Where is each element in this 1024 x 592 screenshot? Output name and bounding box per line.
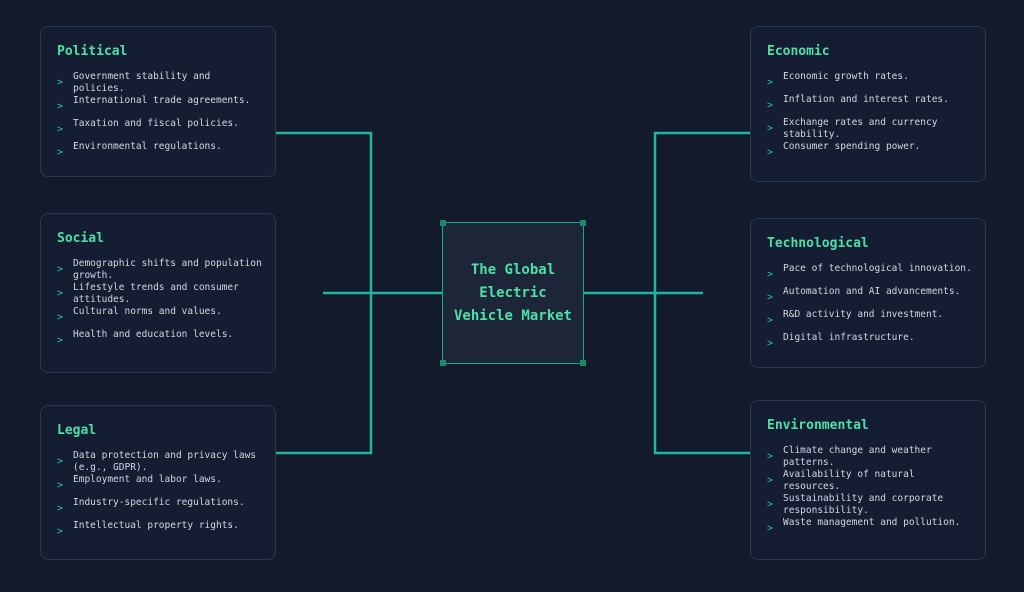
item-text: Climate change and weather patterns. <box>783 445 932 468</box>
chevron-right-icon: > <box>57 335 64 346</box>
item-text: Exchange rates and currency stability. <box>783 117 938 140</box>
item-text: Inflation and interest rates. <box>783 94 949 105</box>
item-list: > Data protection and privacy laws (e.g.,… <box>57 450 263 543</box>
list-item: > Climate change and weather patterns. <box>767 445 973 469</box>
item-text: Industry-specific regulations. <box>73 497 245 508</box>
list-item: > Employment and labor laws. <box>57 474 263 497</box>
item-list: > Pace of technological innovation. > Auto… <box>767 263 973 355</box>
card-technological: Technological > Pace of technological inn… <box>750 218 986 368</box>
item-text: Employment and labor laws. <box>73 474 222 485</box>
list-item: > Automation and AI advancements. <box>767 286 973 309</box>
list-item: > Economic growth rates. <box>767 71 973 94</box>
item-text: Data protection and privacy laws (e.g., … <box>73 450 257 473</box>
item-text: Intellectual property rights. <box>73 520 239 531</box>
corner-handle <box>440 360 446 366</box>
list-item: > Sustainability and corporate responsibi… <box>767 493 973 517</box>
list-item: > Exchange rates and currency stability. <box>767 117 973 141</box>
item-list: > Economic growth rates. > Inflation and i… <box>767 71 973 164</box>
list-item: > Digital infrastructure. <box>767 332 973 355</box>
chevron-right-icon: > <box>57 312 64 323</box>
chevron-right-icon: > <box>57 124 64 135</box>
card-title: Environmental <box>767 418 869 433</box>
list-item: > Health and education levels. <box>57 329 263 352</box>
card-social: Social > Demographic shifts and populatio… <box>40 213 276 373</box>
chevron-right-icon: > <box>767 123 774 134</box>
list-item: > Waste management and pollution. <box>767 517 973 540</box>
list-item: > Environmental regulations. <box>57 141 263 164</box>
chevron-right-icon: > <box>767 77 774 88</box>
item-text: International trade agreements. <box>73 95 251 106</box>
item-text: Environmental regulations. <box>73 141 222 152</box>
list-item: > Pace of technological innovation. <box>767 263 973 286</box>
list-item: > Industry-specific regulations. <box>57 497 263 520</box>
chevron-right-icon: > <box>57 503 64 514</box>
item-text: Availability of natural resources. <box>783 469 915 492</box>
center-node: The Global Electric Vehicle Market <box>440 220 586 366</box>
card-economic: Economic > Economic growth rates. > Inflat… <box>750 26 986 182</box>
card-legal: Legal > Data protection and privacy laws … <box>40 405 276 560</box>
item-text: Automation and AI advancements. <box>783 286 961 297</box>
chevron-right-icon: > <box>767 523 774 534</box>
card-title: Legal <box>57 423 97 438</box>
chevron-right-icon: > <box>57 526 64 537</box>
chevron-right-icon: > <box>767 499 774 510</box>
chevron-right-icon: > <box>767 315 774 326</box>
item-text: Demographic shifts and population growth… <box>73 258 262 281</box>
list-item: > R&D activity and investment. <box>767 309 973 332</box>
item-text: Cultural norms and values. <box>73 306 222 317</box>
chevron-right-icon: > <box>57 77 64 88</box>
center-title: The Global Electric Vehicle Market <box>453 261 572 324</box>
item-text: Health and education levels. <box>73 329 234 340</box>
card-title: Political <box>57 44 128 59</box>
chevron-right-icon: > <box>57 101 64 112</box>
list-item: > Cultural norms and values. <box>57 306 263 329</box>
item-text: Government stability and policies. <box>73 71 211 94</box>
item-text: Taxation and fiscal policies. <box>73 118 239 129</box>
list-item: > Consumer spending power. <box>767 141 973 164</box>
chevron-right-icon: > <box>767 292 774 303</box>
item-text: Lifestyle trends and consumer attitudes. <box>73 282 239 305</box>
chevron-right-icon: > <box>767 451 774 462</box>
list-item: > Lifestyle trends and consumer attitudes… <box>57 282 263 306</box>
item-text: Digital infrastructure. <box>783 332 915 343</box>
corner-handle <box>580 360 586 366</box>
list-item: > Data protection and privacy laws (e.g.,… <box>57 450 263 474</box>
chevron-right-icon: > <box>767 147 774 158</box>
item-text: R&D activity and investment. <box>783 309 944 320</box>
chevron-right-icon: > <box>767 338 774 349</box>
item-list: > Demographic shifts and population growt… <box>57 258 263 352</box>
list-item: > Availability of natural resources. <box>767 469 973 493</box>
item-text: Pace of technological innovation. <box>783 263 972 274</box>
card-political: Political > Government stability and poli… <box>40 26 276 177</box>
corner-handle <box>580 220 586 226</box>
item-text: Economic growth rates. <box>783 71 909 82</box>
chevron-right-icon: > <box>767 475 774 486</box>
card-title: Social <box>57 231 104 246</box>
item-text: Consumer spending power. <box>783 141 921 152</box>
list-item: > Inflation and interest rates. <box>767 94 973 117</box>
list-item: > Taxation and fiscal policies. <box>57 118 263 141</box>
corner-handle <box>440 220 446 226</box>
chevron-right-icon: > <box>767 100 774 111</box>
chevron-right-icon: > <box>57 147 64 158</box>
item-list: > Climate change and weather patterns. > A… <box>767 445 973 540</box>
item-text: Sustainability and corporate responsibil… <box>783 493 944 516</box>
list-item: > Intellectual property rights. <box>57 520 263 543</box>
item-list: > Government stability and policies. > Int… <box>57 71 263 164</box>
item-text: Waste management and pollution. <box>783 517 961 528</box>
card-title: Economic <box>767 44 830 59</box>
list-item: > International trade agreements. <box>57 95 263 118</box>
chevron-right-icon: > <box>57 264 64 275</box>
chevron-right-icon: > <box>57 456 64 467</box>
card-title: Technological <box>767 236 869 251</box>
chevron-right-icon: > <box>767 269 774 280</box>
chevron-right-icon: > <box>57 480 64 491</box>
list-item: > Demographic shifts and population growt… <box>57 258 263 282</box>
card-environmental: Environmental > Climate change and weathe… <box>750 400 986 560</box>
chevron-right-icon: > <box>57 288 64 299</box>
list-item: > Government stability and policies. <box>57 71 263 95</box>
